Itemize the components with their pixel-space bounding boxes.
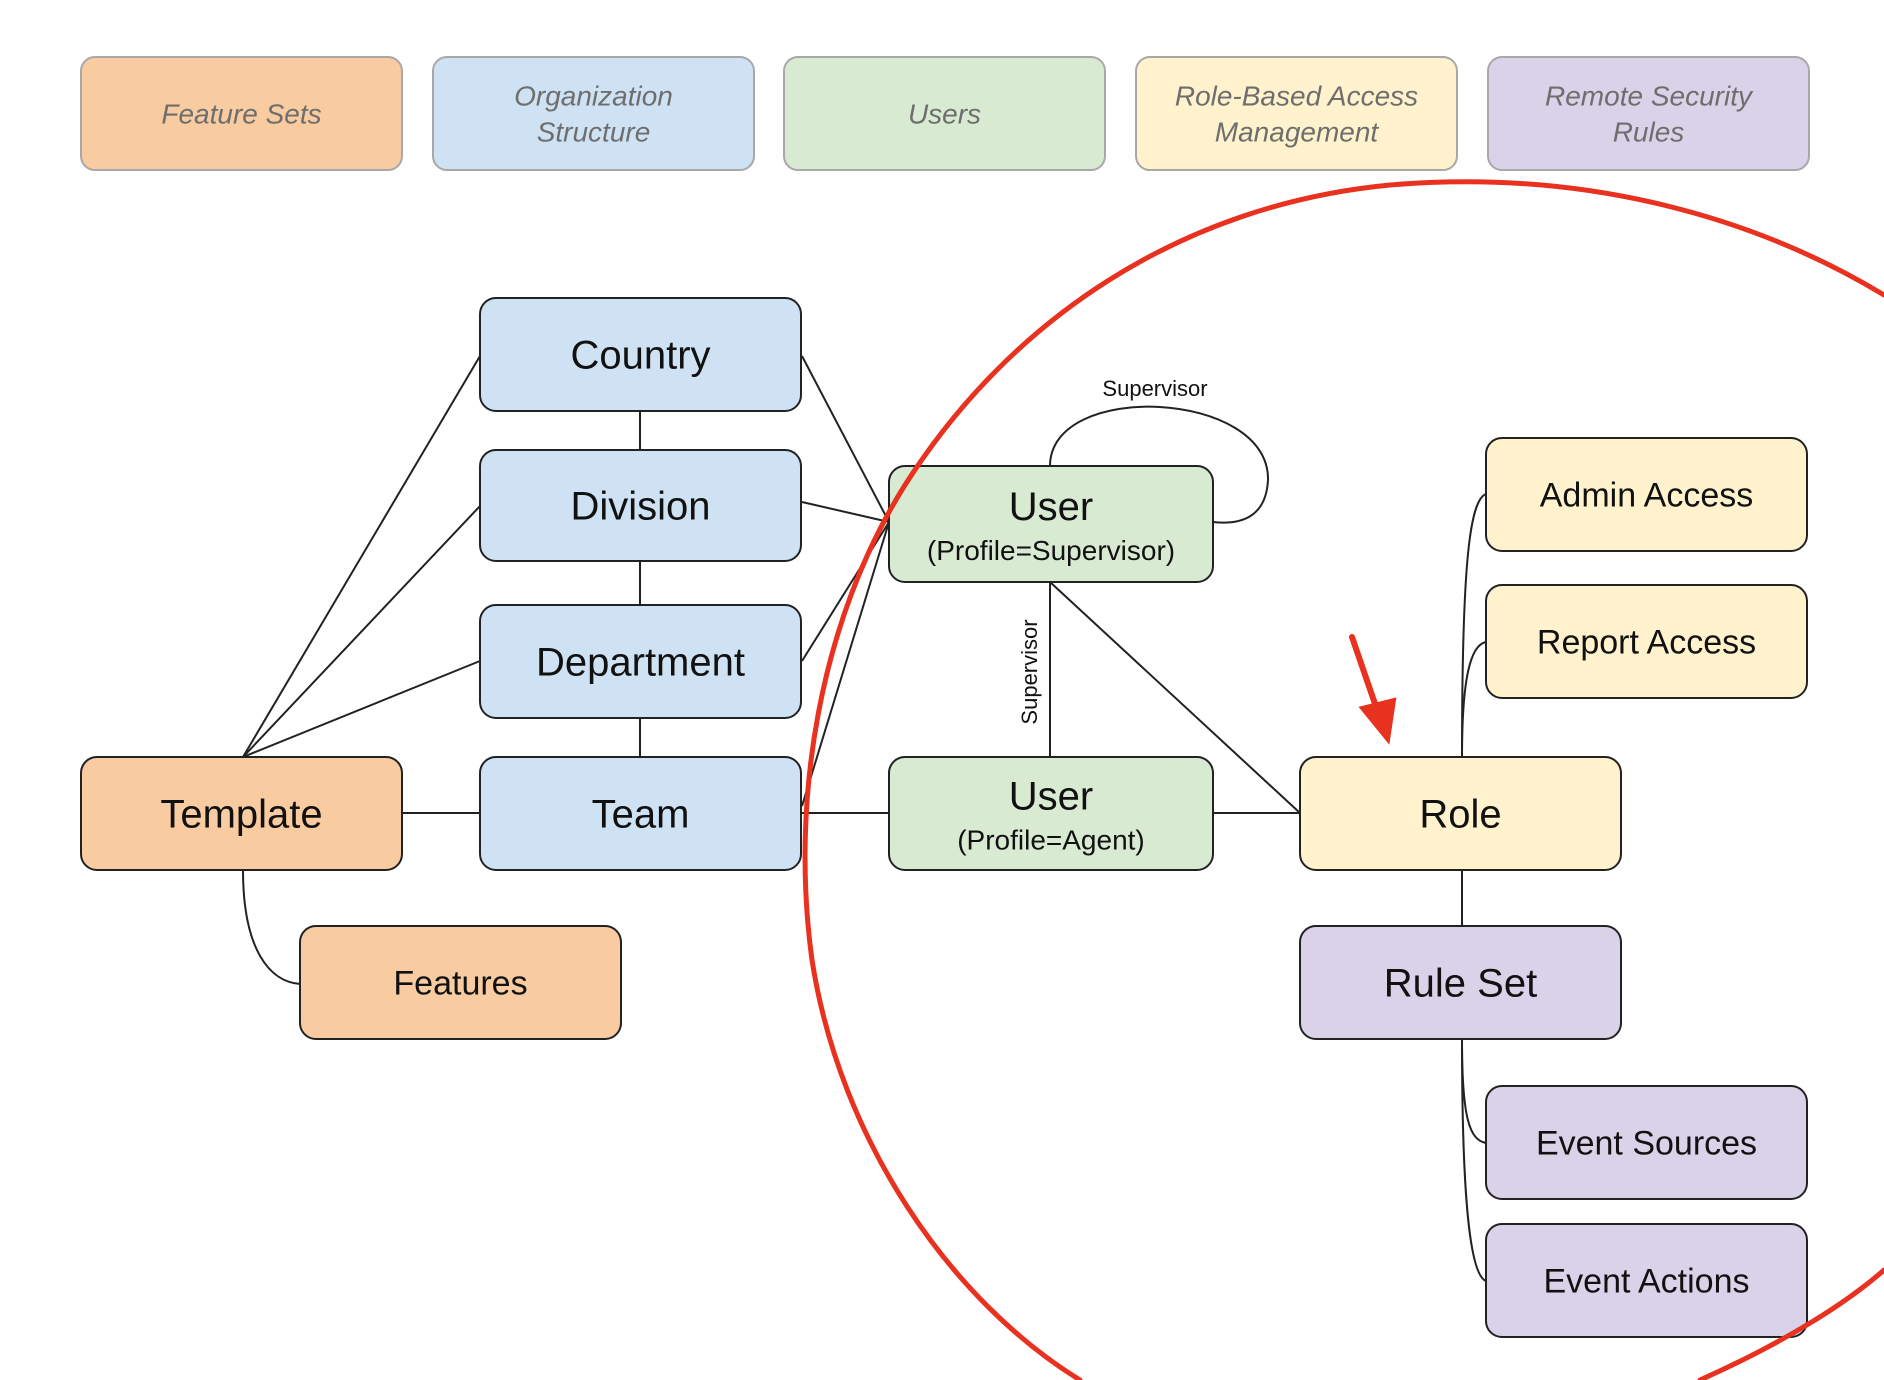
legend-feature-sets: Feature Sets <box>80 56 403 171</box>
red-arrowhead <box>1358 697 1397 745</box>
legend-label: Remote Security <box>1545 81 1754 112</box>
connector-ruleset-eventsources <box>1461 1039 1487 1144</box>
node-title: Template <box>160 793 322 837</box>
connector-ruleset-eventactions <box>1461 1039 1487 1282</box>
supervisor-vertical-label: Supervisor <box>1017 619 1042 724</box>
node-title: Event Actions <box>1543 1262 1749 1300</box>
node-team: Team <box>479 756 802 871</box>
legend-box <box>1135 56 1458 171</box>
connector-division-supervisor <box>801 501 890 523</box>
red-annotation <box>802 179 1884 1380</box>
node-role: Role <box>1299 756 1622 871</box>
node-title: Country <box>570 334 710 378</box>
legend-users: Users <box>783 56 1106 171</box>
connector-template-division <box>242 505 481 758</box>
node-division: Division <box>479 449 802 562</box>
node-box <box>888 465 1214 583</box>
connector-template-department <box>242 660 481 758</box>
node-title: Event Sources <box>1536 1124 1757 1162</box>
node-subtitle: (Profile=Agent) <box>957 825 1145 856</box>
node-title: Admin Access <box>1540 476 1754 514</box>
node-title: Department <box>536 641 745 685</box>
node-department: Department <box>479 604 802 719</box>
legend-box <box>1487 56 1810 171</box>
node-box <box>1485 1085 1808 1200</box>
node-box <box>1299 756 1622 871</box>
node-title: Rule Set <box>1384 962 1537 1006</box>
connector-template-features <box>242 869 301 985</box>
connector-supervisor-role <box>1049 581 1301 814</box>
node-admin-access: Admin Access <box>1485 437 1808 552</box>
node-title: Features <box>393 964 527 1002</box>
node-title: User <box>1009 775 1093 819</box>
legend-label: Management <box>1215 117 1380 148</box>
legend-label: Structure <box>537 117 651 148</box>
connector-team-supervisor <box>801 521 890 807</box>
legend-box <box>783 56 1106 171</box>
connectors <box>242 355 1487 1282</box>
node-subtitle: (Profile=Supervisor) <box>927 535 1175 566</box>
node-box <box>80 756 403 871</box>
connector-supervisor-loop <box>1049 405 1270 524</box>
connector-country-supervisor <box>801 355 890 523</box>
legend-label: Users <box>908 99 981 130</box>
node-box <box>479 756 802 871</box>
connector-department-supervisor <box>801 521 890 662</box>
node-event-sources: Event Sources <box>1485 1085 1808 1200</box>
node-title: User <box>1009 485 1093 529</box>
legend-label: Organization <box>514 81 673 112</box>
node-box <box>1485 1223 1808 1338</box>
legend-label: Role-Based Access <box>1175 81 1418 112</box>
node-title: Team <box>592 793 690 837</box>
legend-label: Feature Sets <box>161 99 321 130</box>
node-title: Report Access <box>1537 623 1756 661</box>
node-title: Division <box>570 485 710 529</box>
node-box <box>299 925 622 1040</box>
node-template: Template <box>80 756 403 871</box>
node-box <box>479 297 802 412</box>
node-user-agent: User (Profile=Agent) <box>888 756 1214 871</box>
node-box <box>1485 437 1808 552</box>
node-event-actions: Event Actions <box>1485 1223 1808 1338</box>
node-box <box>479 449 802 562</box>
node-report-access: Report Access <box>1485 584 1808 699</box>
node-box <box>1485 584 1808 699</box>
node-country: Country <box>479 297 802 412</box>
red-circle-annotation <box>802 179 1884 1380</box>
node-title: Role <box>1419 793 1501 837</box>
node-box <box>888 756 1214 871</box>
node-user-supervisor: User (Profile=Supervisor) <box>888 465 1214 583</box>
connector-role-report <box>1461 641 1487 758</box>
connector-role-admin <box>1461 493 1487 758</box>
legend-box <box>432 56 755 171</box>
node-box <box>479 604 802 719</box>
node-box <box>1299 925 1622 1040</box>
legend-label: Rules <box>1613 117 1685 148</box>
legend-box <box>80 56 403 171</box>
connector-template-country <box>242 355 481 758</box>
node-features: Features <box>299 925 622 1040</box>
supervisor-loop-label: Supervisor <box>1102 376 1207 401</box>
node-rule-set: Rule Set <box>1299 925 1622 1040</box>
